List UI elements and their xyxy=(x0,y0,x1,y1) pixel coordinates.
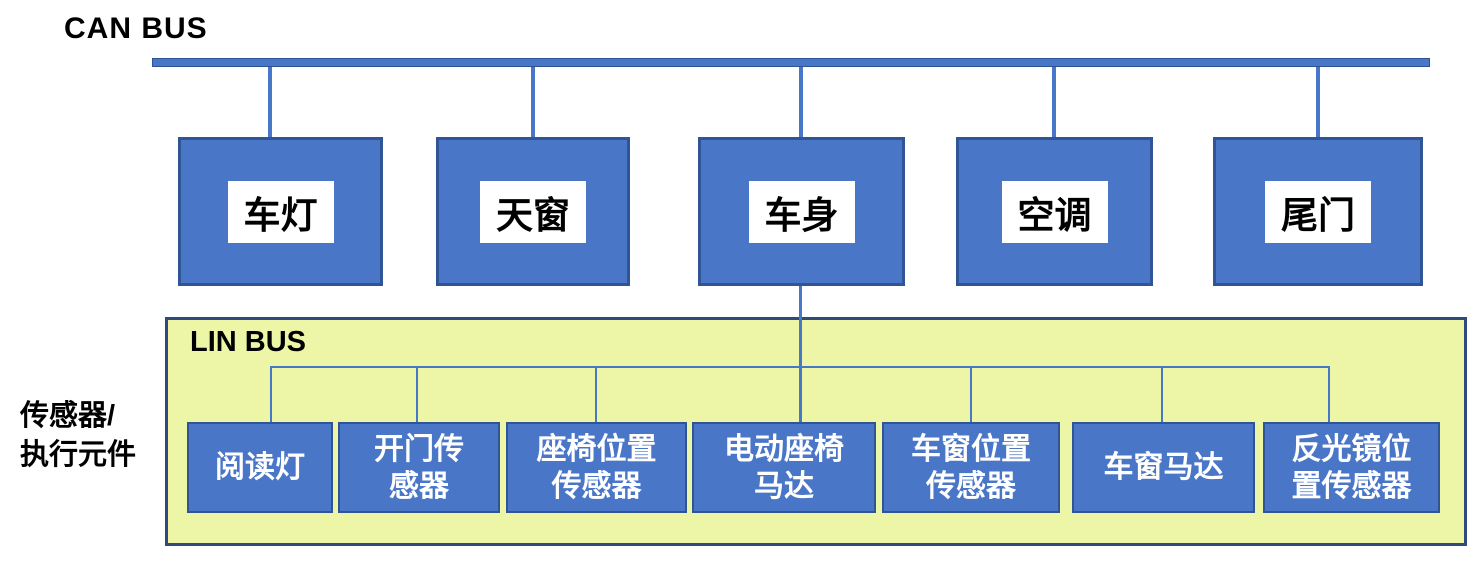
can-node-body: 车身 xyxy=(698,137,905,286)
can-node-lights: 车灯 xyxy=(178,137,383,286)
lin-node-window-motor: 车窗马达 xyxy=(1072,422,1255,513)
can-connector-lights xyxy=(268,67,272,137)
can-connector-sunroof xyxy=(531,67,535,137)
lin-connector-seat-position-sensor xyxy=(595,366,597,423)
lin-connector-door-sensor xyxy=(416,366,418,423)
lin-node-window-position-sensor: 车窗位置 传感器 xyxy=(882,422,1060,513)
can-node-sunroof-label: 天窗 xyxy=(480,180,586,243)
can-node-ac: 空调 xyxy=(956,137,1153,286)
lin-node-electric-seat-motor: 电动座椅 马达 xyxy=(692,422,876,513)
can-node-tailgate-label: 尾门 xyxy=(1265,180,1371,243)
can-node-tailgate: 尾门 xyxy=(1213,137,1423,286)
can-node-body-label: 车身 xyxy=(748,180,855,243)
lin-connector-mirror-position-sensor xyxy=(1328,366,1330,423)
lin-connector-window-motor xyxy=(1161,366,1163,423)
can-node-lights-label: 车灯 xyxy=(227,180,334,243)
lin-node-door-sensor: 开门传 感器 xyxy=(338,422,500,513)
lin-node-mirror-position-sensor: 反光镜位 置传感器 xyxy=(1263,422,1440,513)
lin-bus-label: LIN BUS xyxy=(190,326,306,358)
can-node-ac-label: 空调 xyxy=(1001,180,1108,243)
can-connector-ac xyxy=(1052,67,1056,137)
body-to-lin-connector xyxy=(799,286,802,422)
lin-connector-reading-light xyxy=(270,366,272,423)
can-node-sunroof: 天窗 xyxy=(436,137,630,286)
can-connector-body xyxy=(799,67,803,137)
sensors-actuators-label: 传感器/ 执行元件 xyxy=(20,400,137,471)
lin-connector-window-position-sensor xyxy=(970,366,972,423)
lin-node-reading-light: 阅读灯 xyxy=(187,422,333,513)
can-connector-tailgate xyxy=(1316,67,1320,137)
can-bus-label: CAN BUS xyxy=(64,12,208,45)
can-bus-line xyxy=(152,58,1430,67)
lin-node-seat-position-sensor: 座椅位置 传感器 xyxy=(506,422,687,513)
